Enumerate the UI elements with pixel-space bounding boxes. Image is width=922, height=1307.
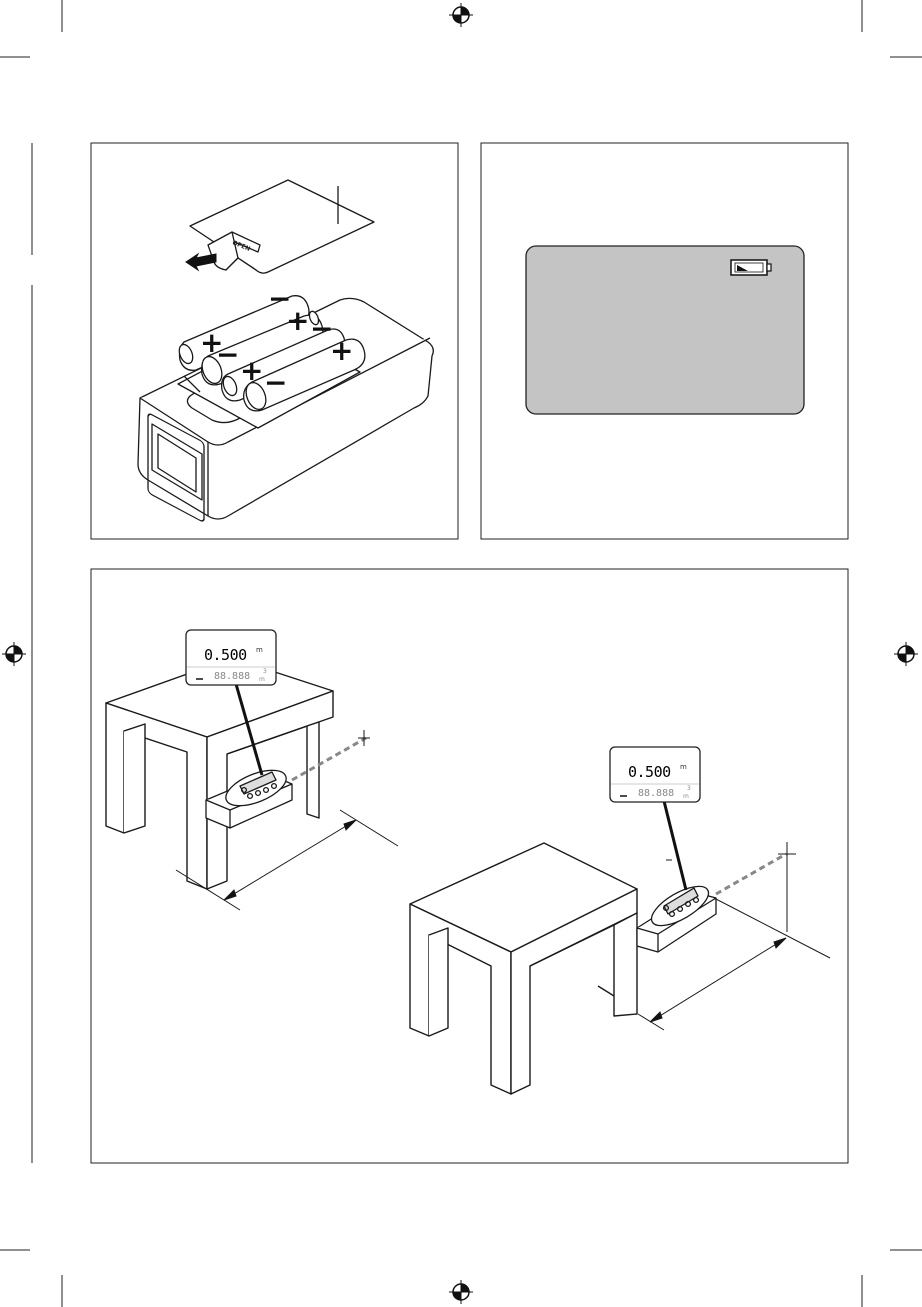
table-right	[410, 843, 637, 1094]
laser-beam-left	[292, 738, 366, 780]
push-arrow-icon	[186, 254, 216, 270]
registration-mark-left	[2, 642, 26, 666]
secondary-unit: m	[259, 676, 265, 683]
callout-pointer-right	[664, 801, 686, 890]
plus-sign-icon: +	[330, 334, 353, 367]
plus-sign-icon: +	[240, 354, 263, 387]
display-callout-left: 0.500 m 88.888 m 3	[186, 630, 276, 685]
main-unit: m	[256, 646, 263, 654]
main-reading: 0.500	[204, 646, 247, 664]
secondary-unit: m	[683, 793, 689, 800]
laser-beam-right	[716, 854, 786, 894]
registration-mark-bottom	[449, 1280, 473, 1304]
laser-device-right	[637, 879, 716, 952]
wall-marker-left	[358, 730, 370, 746]
secondary-reading: 88.888	[638, 788, 674, 799]
main-unit: m	[680, 763, 687, 771]
main-reading: 0.500	[628, 763, 671, 781]
registration-mark-right	[894, 642, 918, 666]
battery-cover: OPEN	[190, 180, 374, 273]
secondary-reading: 88.888	[214, 671, 250, 682]
registration-mark-top	[449, 3, 473, 27]
superscript-digit: 3	[263, 668, 267, 675]
battery-low-icon	[731, 260, 771, 275]
superscript-digit: 3	[687, 785, 691, 792]
minus-sign-icon: −	[268, 282, 291, 315]
display-callout-right: 0.500 m 88.888 m 3	[610, 747, 700, 802]
minus-sign-icon: −	[216, 338, 239, 371]
minus-sign-icon: −	[264, 366, 287, 399]
